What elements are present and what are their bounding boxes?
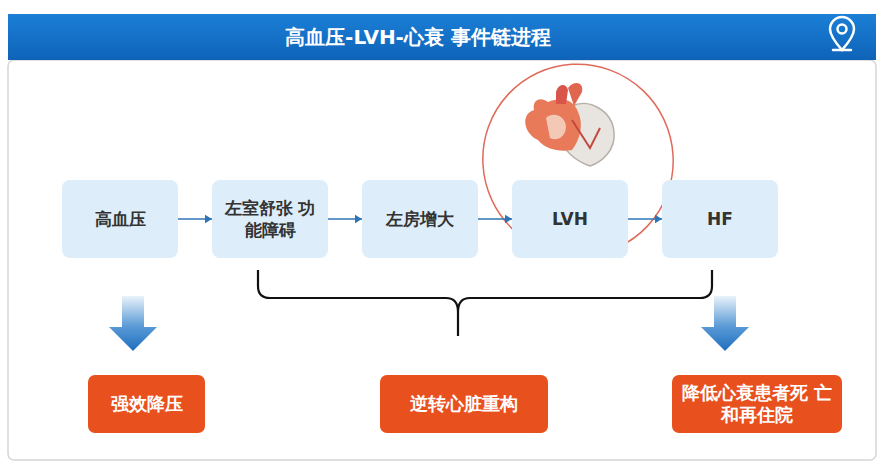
connector [478, 215, 512, 223]
diagram-title: 高血压-LVH-心衰 事件链进程 [8, 14, 828, 60]
text-stack: HF [707, 208, 733, 230]
node-label: 降低心衰患者死 亡和再住院 [680, 382, 834, 426]
node-label: 强效降压 [111, 393, 183, 415]
heart-illustration [525, 83, 614, 166]
action-box: 强效降压 [88, 375, 205, 433]
arrow-head [655, 215, 662, 223]
header-bar [8, 14, 876, 60]
text-stack: 左房增大 [386, 208, 454, 230]
stage-box: 左室舒张 功能障碍 [212, 180, 328, 258]
arrow-head [355, 215, 362, 223]
text-stack: LVH [552, 208, 588, 230]
bracket [258, 270, 712, 336]
connector [178, 215, 212, 223]
connector [628, 215, 662, 223]
action-box: 降低心衰患者死 亡和再住院 [672, 375, 842, 433]
panel-frame [8, 60, 876, 460]
arrow-head [505, 215, 512, 223]
stage-box: HF [662, 180, 778, 258]
node-label: LVH [552, 208, 588, 230]
stage-box: 左房增大 [362, 180, 478, 258]
block-arrow [701, 296, 749, 351]
text-stack: 降低心衰患者死 亡和再住院 [680, 382, 834, 426]
connector [328, 215, 362, 223]
node-label: 高血压 [95, 208, 146, 230]
node-label: 逆转心脏重构 [410, 393, 518, 415]
stage-box: LVH [512, 180, 628, 258]
stage-box: 高血压 [62, 180, 178, 258]
node-label: 左室舒张 功能障碍 [222, 197, 318, 241]
node-label: 左房增大 [386, 208, 454, 230]
text-stack: 高血压 [95, 208, 146, 230]
pin-icon [830, 17, 854, 50]
arrow-head [205, 215, 212, 223]
text-stack: 逆转心脏重构 [410, 393, 518, 415]
node-label: HF [707, 208, 733, 230]
connector [109, 296, 157, 351]
block-arrow [109, 296, 157, 351]
connector [701, 296, 749, 351]
action-box: 逆转心脏重构 [380, 375, 548, 433]
text-stack: 强效降压 [111, 393, 183, 415]
text-stack: 左室舒张 功能障碍 [222, 197, 318, 241]
